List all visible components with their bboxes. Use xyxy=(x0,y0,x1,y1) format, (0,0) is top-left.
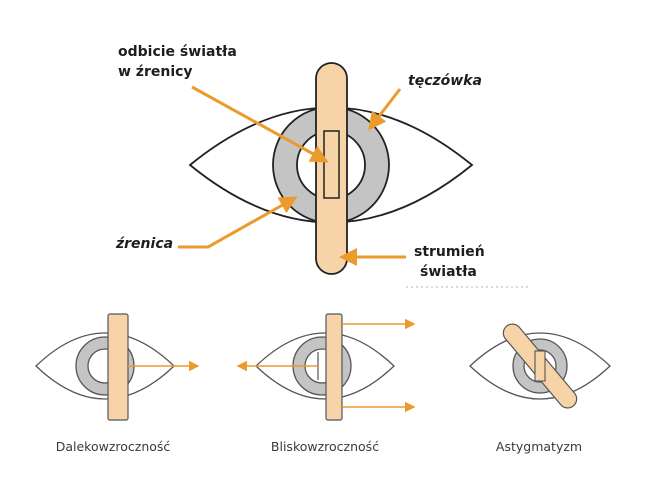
main-pupil-reflection xyxy=(323,130,340,199)
farsighted-caption: Dalekowzroczność xyxy=(56,439,171,454)
iris-pointer-arrow xyxy=(368,88,402,131)
astigmatism-caption: Astygmatyzm xyxy=(496,439,582,454)
farsighted-eye xyxy=(35,313,200,421)
beam-label-line1: strumień xyxy=(414,244,485,260)
nearsighted-eye xyxy=(236,313,416,421)
astigmatism-pupil-reflection xyxy=(534,350,546,382)
beam-label-line2: światła xyxy=(420,264,477,280)
pupil-label: źrenica xyxy=(115,236,173,252)
reflection-label-line2: w źrenicy xyxy=(118,64,193,80)
astigmatism-eye xyxy=(469,323,611,409)
pupil-pointer-arrow xyxy=(178,196,298,249)
iris-label: tęczówka xyxy=(408,73,482,89)
farsighted-light-beam xyxy=(107,313,129,421)
reflection-label-line1: odbicie światła xyxy=(118,44,237,60)
nearsighted-light-beam xyxy=(325,313,343,421)
reflection-pointer-arrow xyxy=(191,85,329,163)
nearsighted-caption: Bliskowzroczność xyxy=(271,439,379,454)
main-eye xyxy=(188,62,474,275)
